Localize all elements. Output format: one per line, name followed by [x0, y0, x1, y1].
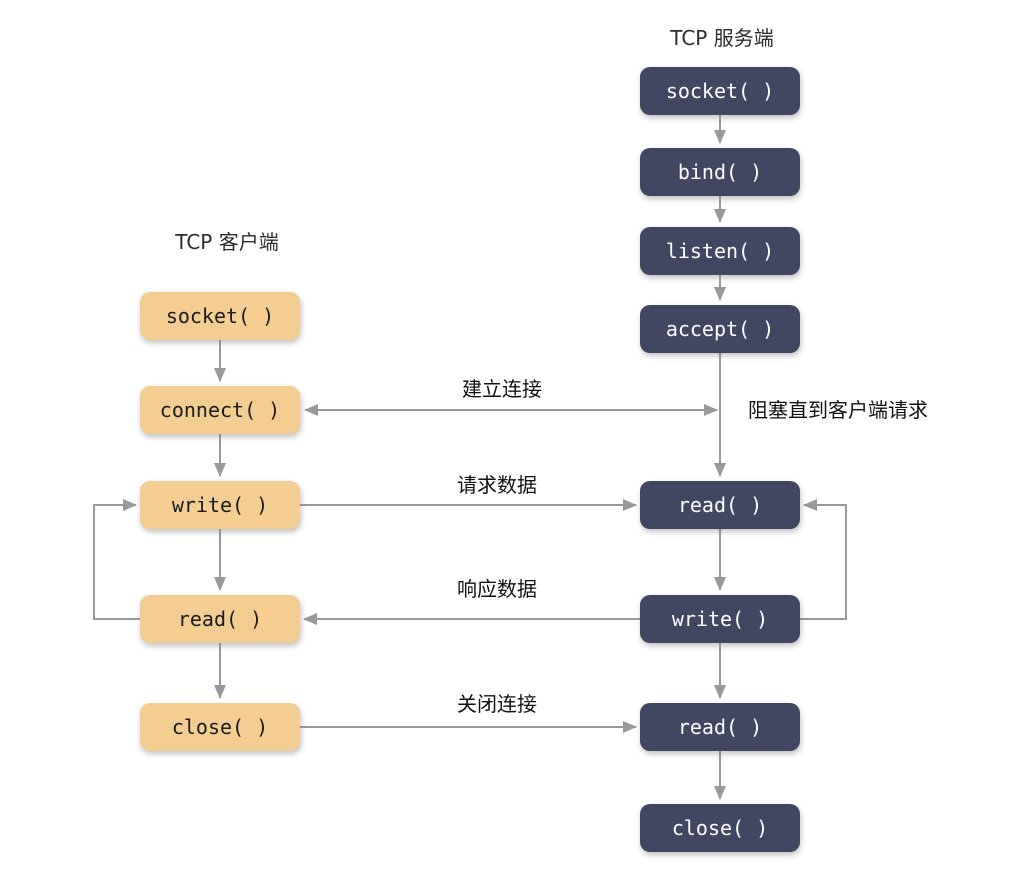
- label-close-connection: 关闭连接: [457, 692, 537, 716]
- server-column-title: TCP 服务端: [670, 26, 774, 50]
- client-connect-box: connect( ): [140, 386, 300, 434]
- server-socket-box: socket( ): [640, 67, 800, 115]
- label-response-data: 响应数据: [457, 577, 537, 601]
- label-establish-connection: 建立连接: [462, 377, 542, 401]
- arrow-server-write-read-loop: [800, 499, 847, 620]
- client-socket-box: socket( ): [140, 292, 300, 340]
- server-bind-box: bind( ): [640, 148, 800, 196]
- server-close-box: close( ): [640, 804, 800, 852]
- server-read2-box: read( ): [640, 703, 800, 751]
- client-close-box: close( ): [140, 703, 300, 751]
- client-read-box: read( ): [140, 595, 300, 643]
- client-write-box: write( ): [140, 481, 300, 529]
- server-read-box: read( ): [640, 481, 800, 529]
- label-block-until-client-request: 阻塞直到客户端请求: [748, 398, 928, 422]
- server-listen-box: listen( ): [640, 227, 800, 275]
- server-write-box: write( ): [640, 595, 800, 643]
- arrow-client-read-write-loop: [93, 499, 140, 620]
- client-column-title: TCP 客户端: [175, 230, 279, 254]
- server-accept-box: accept( ): [640, 305, 800, 353]
- label-request-data: 请求数据: [457, 473, 537, 497]
